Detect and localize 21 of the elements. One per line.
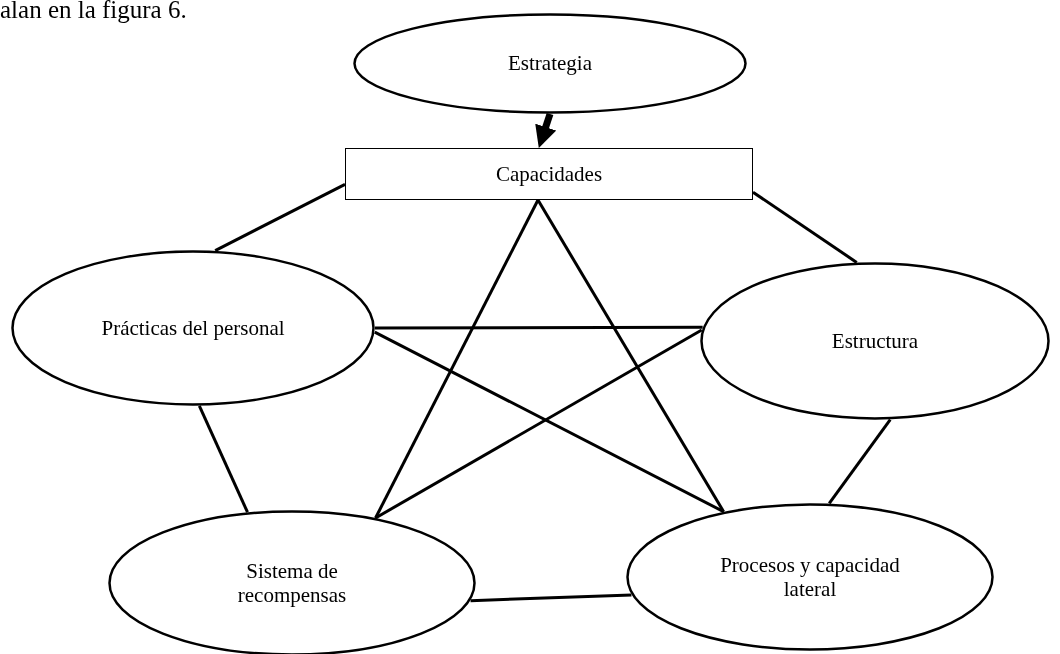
connector-line bbox=[752, 190, 858, 264]
node-label: Estructura bbox=[831, 328, 919, 354]
node-label: Estrategia bbox=[508, 51, 592, 76]
ellipse-node bbox=[353, 13, 747, 114]
ellipse-node bbox=[626, 503, 994, 651]
connector-line bbox=[214, 183, 346, 252]
body-text: alan en la figura 6. bbox=[0, 0, 187, 24]
connector-line bbox=[828, 418, 892, 505]
connector-line bbox=[375, 325, 703, 330]
node-label: Procesos y capacidad lateral bbox=[719, 552, 901, 602]
ellipse-node bbox=[700, 262, 1050, 420]
ellipse-node bbox=[11, 250, 375, 406]
connector-line bbox=[374, 199, 540, 519]
node-label: Capacidades bbox=[495, 161, 603, 187]
connector-line bbox=[198, 405, 249, 513]
node-label: Sistema de recompensas bbox=[236, 558, 348, 608]
connector-line bbox=[470, 593, 632, 603]
node-label: Prácticas del personal bbox=[101, 315, 285, 341]
arrow bbox=[535, 112, 557, 148]
connector-line bbox=[536, 199, 725, 513]
process-box bbox=[345, 148, 753, 200]
